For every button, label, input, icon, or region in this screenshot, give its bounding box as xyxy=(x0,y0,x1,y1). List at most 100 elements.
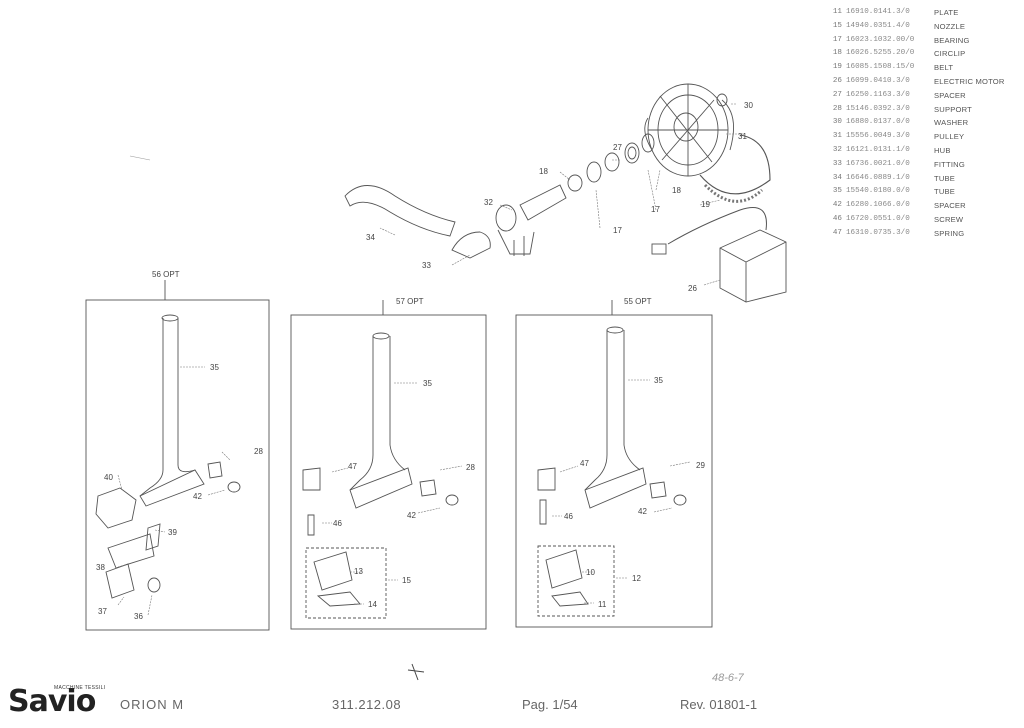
box56-label-38: 38 xyxy=(96,563,105,572)
option-box-55 xyxy=(515,300,713,628)
part-desc: FITTING xyxy=(934,159,965,169)
label-19: 19 xyxy=(701,200,710,209)
part-38 xyxy=(107,533,155,569)
box56-label-39: 39 xyxy=(168,528,177,537)
box56-label-37: 37 xyxy=(98,607,107,616)
fitting-33 xyxy=(451,231,491,259)
support-28 xyxy=(207,461,223,479)
circlip-18-upper xyxy=(624,142,640,164)
part-pos: 35 xyxy=(832,187,842,196)
part-pos: 27 xyxy=(832,90,842,99)
part-desc: TUBE xyxy=(934,173,956,183)
part-pos: 42 xyxy=(832,201,842,210)
part-desc: BELT xyxy=(934,63,954,73)
box55-label-10: 10 xyxy=(586,568,595,577)
tube-35 xyxy=(584,330,641,491)
part-36 xyxy=(147,577,161,593)
drawing-code: 311.212.08 xyxy=(332,697,402,712)
label-17-right: 17 xyxy=(651,205,660,214)
stray-mark xyxy=(129,155,151,161)
parts-list-row: 15 14940.0351.4/0 NOZZLE xyxy=(826,20,1024,34)
box-56-title: 56 OPT xyxy=(152,270,180,279)
part-40 xyxy=(95,487,137,529)
label-34: 34 xyxy=(366,233,375,242)
box57-label-15: 15 xyxy=(402,576,411,585)
part-code: 16736.0021.0/0 xyxy=(846,159,910,168)
label-33: 33 xyxy=(422,261,431,270)
part-37 xyxy=(105,563,135,599)
part-code: 14940.0351.4/0 xyxy=(846,21,910,30)
screw-46 xyxy=(539,499,547,525)
part-pos: 33 xyxy=(832,159,842,168)
label-31: 31 xyxy=(738,132,747,141)
part-code: 16910.0141.3/0 xyxy=(846,8,910,16)
part-code: 15146.0392.3/0 xyxy=(846,104,910,113)
label-30: 30 xyxy=(744,101,753,110)
label-26: 26 xyxy=(688,284,697,293)
box57-label-35: 35 xyxy=(423,379,432,388)
savio-logo-subtitle: MACCHINE TESSILI xyxy=(54,685,106,691)
box55-label-46: 46 xyxy=(564,512,573,521)
box57-label-46: 46 xyxy=(333,519,342,528)
part-pos: 30 xyxy=(832,118,842,127)
box56-label-40: 40 xyxy=(104,473,113,482)
parts-list-row: 32 16121.0131.1/0 HUB xyxy=(826,144,1024,158)
box-57-title: 57 OPT xyxy=(396,297,424,306)
parts-list-row: 28 15146.0392.3/0 SUPPORT xyxy=(826,103,1024,117)
part-code: 16099.0410.3/0 xyxy=(846,76,910,85)
part-pos: 15 xyxy=(832,21,842,30)
box55-label-11: 11 xyxy=(598,600,607,609)
box-55-subframe xyxy=(537,545,615,617)
part-code: 16280.1066.0/0 xyxy=(846,201,910,210)
box-55-frame xyxy=(515,314,713,628)
part-desc: BEARING xyxy=(934,35,970,45)
electric-motor-26 xyxy=(719,229,787,303)
label-32: 32 xyxy=(484,198,493,207)
part-pos: 32 xyxy=(832,145,842,154)
pulley-assembly xyxy=(344,83,787,303)
part-pos: 28 xyxy=(832,104,842,113)
box56-label-36: 36 xyxy=(134,612,143,621)
part-desc: SUPPORT xyxy=(934,104,972,114)
part-code: 15556.0049.3/0 xyxy=(846,132,910,141)
spring-39 xyxy=(145,523,161,551)
part-desc: HUB xyxy=(934,145,951,155)
part-pos: 18 xyxy=(832,49,842,58)
box56-label-35: 35 xyxy=(210,363,219,372)
part-desc: SCREW xyxy=(934,214,964,224)
box56-label-28: 28 xyxy=(254,447,263,456)
box-56-frame xyxy=(85,299,270,631)
model-name: ORION M xyxy=(120,697,185,712)
spring-47 xyxy=(537,467,556,491)
part-desc: TUBE xyxy=(934,187,956,197)
parts-list-row: 42 16280.1066.0/0 SPACER xyxy=(826,199,1024,213)
parts-list-row: 26 16099.0410.3/0 ELECTRIC MOTOR xyxy=(826,75,1024,89)
box57-label-13: 13 xyxy=(354,567,363,576)
spacer-42 xyxy=(673,494,687,506)
part-desc: ELECTRIC MOTOR xyxy=(934,76,1005,86)
part-code: 16646.0889.1/0 xyxy=(846,173,910,182)
support-28 xyxy=(419,479,437,497)
motor-connector xyxy=(651,243,667,255)
label-17-left: 17 xyxy=(613,226,622,235)
parts-list-row: 33 16736.0021.0/0 FITTING xyxy=(826,158,1024,172)
part-code: 16880.0137.0/0 xyxy=(846,118,910,127)
spring-47 xyxy=(302,467,321,491)
part-code: 16121.0131.1/0 xyxy=(846,145,910,154)
box55-label-47: 47 xyxy=(580,459,589,468)
box56-label-42: 42 xyxy=(193,492,202,501)
part-desc: SPACER xyxy=(934,201,966,211)
part-desc: NOZZLE xyxy=(934,21,966,31)
page-number: Pag. 1/54 xyxy=(522,697,578,712)
belt-19 xyxy=(699,134,771,195)
part-pos: 26 xyxy=(832,76,842,85)
